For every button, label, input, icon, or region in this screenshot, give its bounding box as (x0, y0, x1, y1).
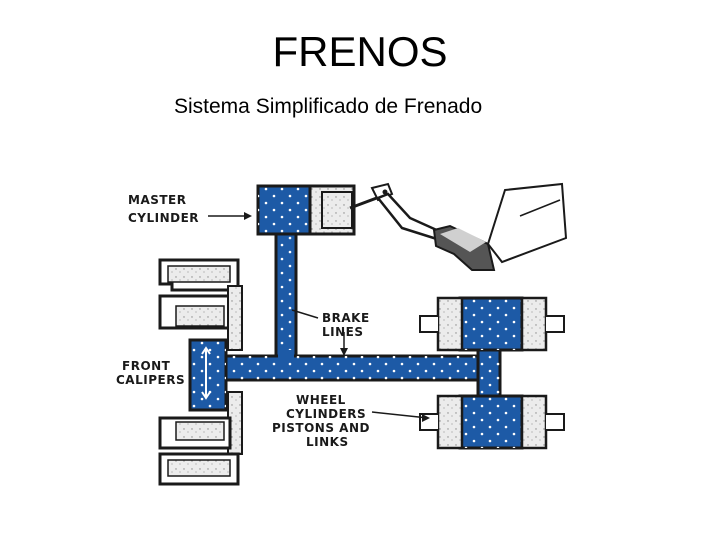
slide-subtitle: Sistema Simplificado de Frenado (174, 95, 483, 118)
label-brake-lines-line2: LINES (322, 325, 364, 339)
label-wheel-line2: CYLINDERS (286, 407, 366, 421)
upper-wheel-cylinder (419, 296, 565, 352)
label-wheel-line4: LINKS (306, 435, 349, 449)
lower-wheel-cylinder (419, 394, 565, 450)
brake-system-diagram: MASTER CYLINDER BRAKE LINES FRONT CALIPE… (116, 182, 568, 486)
label-master-cylinder-line2: CYLINDER (128, 211, 199, 225)
label-front-calipers-line1: FRONT (122, 359, 171, 373)
label-wheel-line1: WHEEL (296, 393, 346, 407)
brake-pedal (349, 182, 568, 271)
label-master-cylinder-line1: MASTER (128, 193, 187, 207)
label-front-calipers-line2: CALIPERS (116, 373, 185, 387)
slide-title: FRENOS (272, 28, 448, 75)
front-calipers (158, 258, 243, 486)
label-wheel-line3: PISTONS AND (272, 421, 370, 435)
brake-line-vertical (274, 232, 298, 360)
label-master-cylinder: MASTER CYLINDER (128, 193, 252, 225)
brake-line-horizontal (200, 350, 486, 382)
label-brake-lines-line1: BRAKE (322, 311, 370, 325)
label-front-calipers: FRONT CALIPERS (116, 359, 185, 387)
label-wheel-cylinders: WHEEL CYLINDERS PISTONS AND LINKS (272, 393, 430, 449)
label-brake-lines: BRAKE LINES (291, 309, 370, 356)
master-cylinder (256, 184, 356, 236)
